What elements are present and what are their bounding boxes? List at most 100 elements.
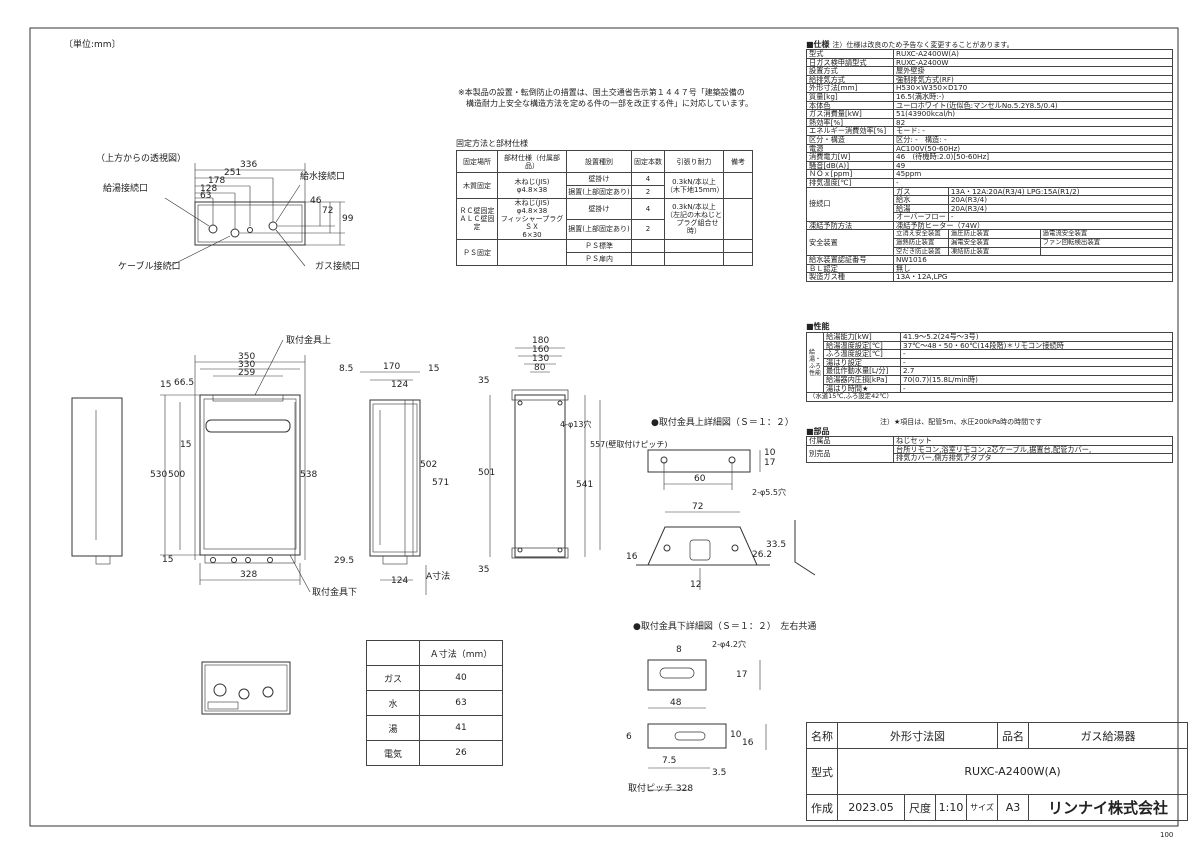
spec-value: 51(43900kcal/h) <box>893 109 1173 119</box>
left-profile-body <box>71 397 123 557</box>
dim-48: 48 <box>670 698 682 708</box>
spec-value: 49 <box>893 160 1173 171</box>
a-dim-value: 63 <box>419 690 503 716</box>
dim-178: 178 <box>208 176 226 186</box>
dim-538: 538 <box>300 470 318 480</box>
dim-60: 60 <box>694 474 706 484</box>
dim-pitch-328: 取付ピッチ 328 <box>628 784 694 794</box>
perf-value: 41.9～5.2(24号～3号) <box>900 332 1173 342</box>
fix-wood-strength: 0.3kN/本以上（木下地15mm） <box>664 172 724 199</box>
label-bracket-bottom: 取付金具下 <box>312 588 358 598</box>
unit-label: 〔単位:mm〕 <box>64 40 121 50</box>
perf-key: 給湯器内圧損[kPa] <box>823 374 901 385</box>
spec-value: 46 (待機時:2.0)[50-60Hz] <box>893 152 1173 162</box>
spec-safety-item: 空だき防止装置 <box>893 246 949 257</box>
a-dim-name: 湯 <box>366 715 420 741</box>
dim-124b: 124 <box>391 576 409 586</box>
back-view-body <box>514 394 566 558</box>
spec-safety-item: 過圧防止装置 <box>947 229 1041 240</box>
dim-130: 130 <box>532 354 550 364</box>
dim-8: 8 <box>676 645 682 655</box>
fixing-table: 固定場所 部材仕様（付属部品） 設置種別 固定本数 引張り耐力 備考 木質固定 … <box>456 150 753 266</box>
perf-key: 湯はり時間★ <box>823 383 901 394</box>
top-view-label: （上方からの透視図） <box>96 154 187 164</box>
front-handle <box>205 419 291 433</box>
dim-180: 180 <box>532 336 550 346</box>
fix-wood-place: 木質固定 <box>456 172 498 199</box>
perf-key: 給湯能力[kW] <box>823 332 901 342</box>
dim-a-label: A寸法 <box>426 572 451 582</box>
spec-key: 製造ガス種 <box>806 272 894 283</box>
dim-46: 46 <box>310 196 322 206</box>
dim-72: 72 <box>322 206 334 216</box>
perf-value: - <box>900 349 1173 359</box>
fix-wood-type2: 据置(上部固定あり) <box>566 185 632 199</box>
spec-conn-value: 20A(R3/4) <box>947 195 1174 205</box>
fix-head-notes: 備考 <box>723 150 753 173</box>
gas-port <box>268 221 278 231</box>
perf-key: ふろ温度設定[℃] <box>823 349 901 359</box>
spec-value: ユーロホワイト(近似色:マンセルNo.5.2Y8.5/0.4) <box>893 100 1173 111</box>
front-view-body <box>199 394 301 556</box>
label-bracket-top: 取付金具上 <box>286 336 332 346</box>
dim-328: 328 <box>240 570 258 580</box>
title-scale-value: 1:10 <box>935 794 967 821</box>
a-dim-name: 水 <box>366 690 420 716</box>
dim-541: 541 <box>576 480 594 490</box>
fix-ps-type1: ＰＳ標準 <box>566 239 632 253</box>
parts-table: 付属品ねじセット 別売品台所リモコン,浴室リモコン,2芯ケーブル,据置台,配管カ… <box>806 436 1173 463</box>
dim-10-bottom: 10 <box>730 730 742 740</box>
spec-value: 屋外壁掛 <box>893 66 1173 76</box>
spec-safety-item: ファン回転検出装置 <box>1039 238 1174 248</box>
dim-557: 557(壁取付けピッチ) <box>590 440 668 449</box>
perf-value: 37℃～48・50・60℃(14段階)＊リモコン接続時 <box>900 340 1173 351</box>
perf-key: 湯はり設定 <box>823 357 901 368</box>
parts-key: 別売品 <box>806 444 894 463</box>
fix-wood-type1: 壁掛け <box>566 172 632 186</box>
spec-value: 45ppm <box>893 169 1173 179</box>
a-dim-header: Ａ寸法（mm） <box>419 640 503 666</box>
spec-value: - <box>893 177 1173 188</box>
dim-571: 571 <box>432 478 450 488</box>
dim-15b: 15 <box>180 440 192 450</box>
spec-key: ＮＯｘ[ppm] <box>806 169 894 179</box>
dim-hole-4: 4-φ13穴 <box>560 420 592 429</box>
dim-12: 12 <box>690 580 702 590</box>
note-line1: ※本製品の設置・転倒防止の措置は、国土交通省告示第１４４７号「建築設備の <box>458 88 745 97</box>
dim-350: 350 <box>238 352 256 362</box>
parts-key: 付属品 <box>806 436 894 446</box>
spec-key: 熱効率[%] <box>806 117 894 128</box>
title-model-value: RUXC-A2400W(A) <box>837 748 1188 795</box>
spec-key: 本体色 <box>806 100 894 111</box>
parts-value: 排気カバー,側方排気アダプタ <box>893 453 1173 463</box>
perf-value: - <box>900 357 1173 368</box>
spec-value: 区分: - 構造: - <box>893 134 1173 145</box>
fix-wood-n1: 4 <box>631 172 665 186</box>
spec-safety-item <box>1039 246 1174 257</box>
spec-key: 型式 <box>806 49 894 59</box>
fix-rc-type1: 壁掛け <box>566 198 632 220</box>
callout-cable: ケーブル接続口 <box>118 262 181 272</box>
perf-footnote: 注）★項目は、配管5m、水圧200kPa時の時間です <box>880 418 1043 426</box>
spec-key: 外形寸法[mm] <box>806 83 894 93</box>
spec-key: 給水装置認証番号 <box>806 255 894 265</box>
dim-500: 500 <box>168 470 186 480</box>
dim-7-5: 7.5 <box>662 756 677 766</box>
spec-value: 無し <box>893 263 1173 274</box>
callout-water-inlet: 給水接続口 <box>300 172 346 182</box>
spec-key: ＢＬ認定 <box>806 263 894 274</box>
fix-wood-spec: 木ねじ(JIS)φ4.8×38 <box>497 172 567 199</box>
title-model-label: 型式 <box>806 748 838 795</box>
callout-hot-outlet: 給湯接続口 <box>103 184 149 194</box>
bracket-bottom-title: ●取付金具下詳細図（Ｓ＝１：２） 左右共通 <box>633 622 817 632</box>
dim-99: 99 <box>342 214 354 224</box>
spec-conn-key: 給湯 <box>893 203 949 214</box>
dim-66-5: 66.5 <box>174 378 195 388</box>
dim-15a: 15 <box>160 380 172 390</box>
fix-rc-strength: 0.3kN/本以上（左記の木ねじと プラグ組合せ時） <box>664 198 724 240</box>
fix-ps-place: ＰＳ固定 <box>456 239 498 266</box>
perf-sub-note: （水道15℃,ふろ設定42℃） <box>806 392 1173 402</box>
spec-title: ■仕様 注）仕様は改良のため予告なく変更することがあります。 <box>806 40 1014 49</box>
bracket-bottom-front <box>647 723 727 749</box>
